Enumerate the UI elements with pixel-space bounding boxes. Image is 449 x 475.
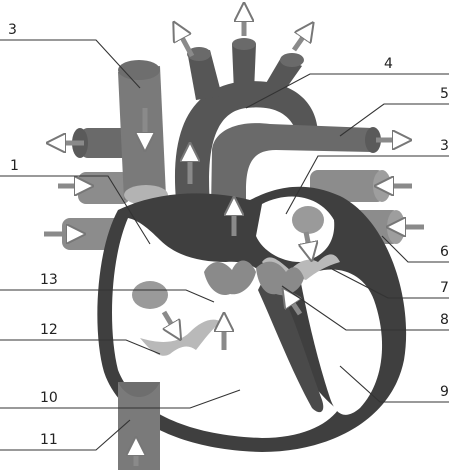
label-7: 7 — [440, 280, 449, 296]
label-13: 13 — [40, 272, 58, 288]
label-10: 10 — [40, 390, 58, 406]
label-3-right: 3 — [440, 138, 449, 154]
label-6: 6 — [440, 244, 449, 260]
inferior-vena-cava — [118, 382, 160, 470]
aorta — [175, 38, 318, 205]
label-9: 9 — [440, 384, 449, 400]
label-8: 8 — [440, 312, 449, 328]
label-3-left: 3 — [8, 22, 17, 38]
label-5: 5 — [440, 86, 449, 102]
label-12: 12 — [40, 322, 58, 338]
label-11: 11 — [40, 432, 58, 448]
label-1: 1 — [10, 158, 19, 174]
label-4: 4 — [384, 56, 393, 72]
